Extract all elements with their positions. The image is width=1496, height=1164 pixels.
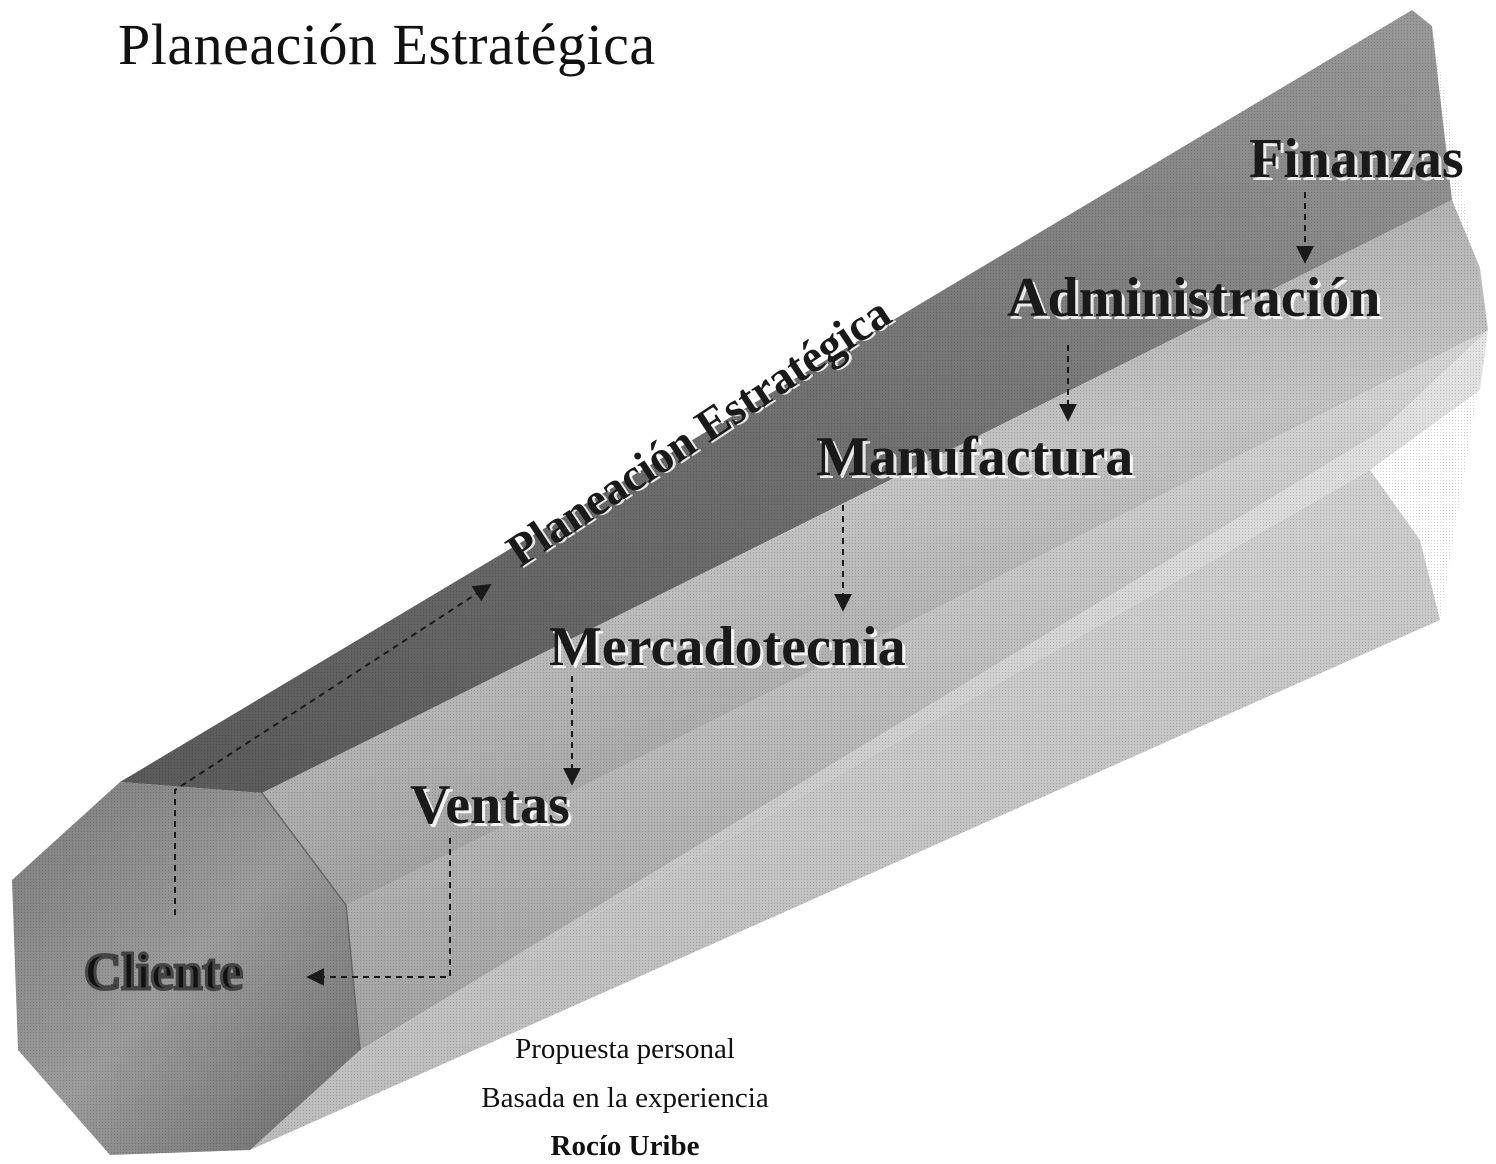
label-mercadotecnia-shadow: Mercadotecnia [552, 619, 909, 681]
credit-line-2: Basada en la experiencia [481, 1082, 769, 1114]
arrow-cliente-to-planeacion [174, 584, 492, 915]
label-finanzas-shadow: Finanzas [1252, 131, 1467, 193]
label-administracion-shadow: Administración [1010, 270, 1383, 332]
label-ventas-shadow: Ventas [413, 777, 573, 839]
label-cliente: Cliente [84, 944, 243, 1001]
credit-author: Rocío Uribe [550, 1130, 700, 1162]
label-administracion: Administración [1007, 267, 1380, 329]
label-finanzas: Finanzas [1249, 128, 1464, 190]
department-labels: Finanzas Finanzas Administración Adminis… [83, 128, 1467, 1003]
label-mercadotecnia: Mercadotecnia [549, 616, 906, 678]
page-title: Planeación Estratégica [118, 12, 656, 77]
credit-line-1: Propuesta personal [515, 1033, 735, 1065]
label-manufactura: Manufactura [816, 426, 1133, 488]
arrow-ventas-to-cliente [306, 838, 451, 986]
flow-arrows [174, 192, 1314, 986]
beam-3d-shape [12, 10, 1488, 1155]
beam-texture [12, 10, 1488, 1155]
label-manufactura-shadow: Manufactura [819, 429, 1136, 491]
label-ventas: Ventas [410, 774, 570, 836]
